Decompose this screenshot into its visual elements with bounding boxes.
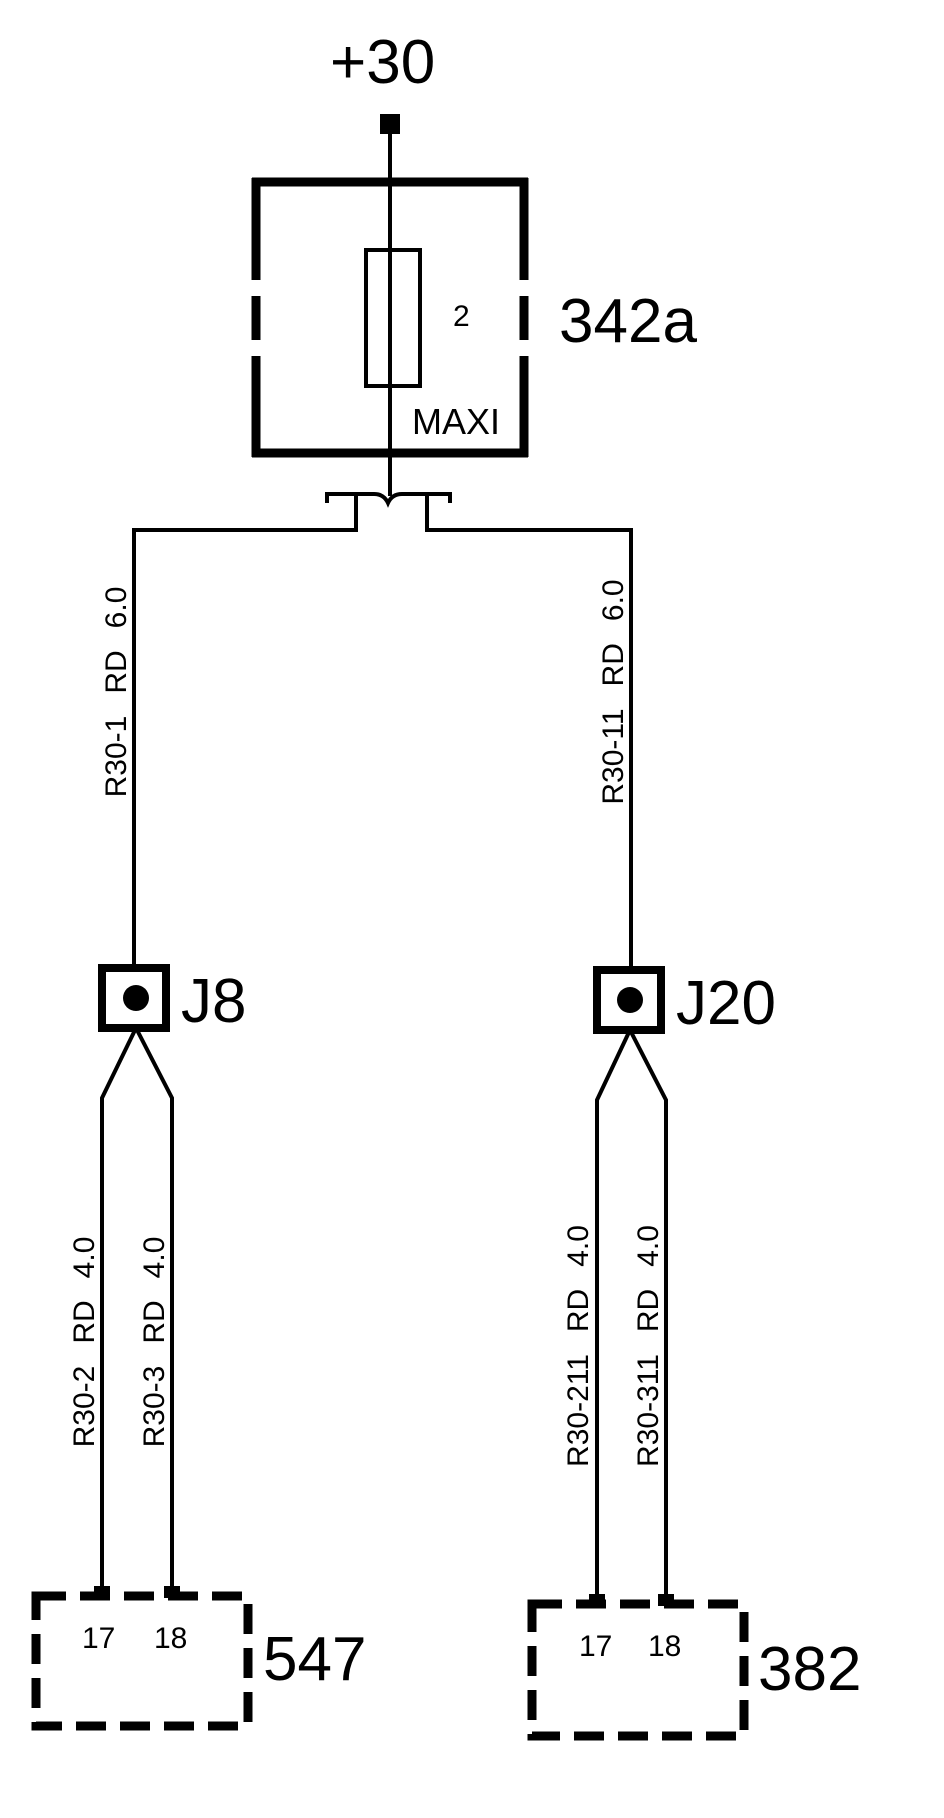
wire-size: 4.0 <box>562 1225 595 1267</box>
connector-382-pin-17: 17 <box>579 1630 612 1663</box>
wire-right-main-label: R30-11 RD 6.0 <box>597 579 630 804</box>
splice-bracket <box>325 492 452 508</box>
wire-id: R30-211 <box>562 1354 595 1467</box>
branch-left <box>132 496 358 968</box>
connector-382-pin-17-terminal <box>589 1594 605 1606</box>
wire-j8-b-label: R30-3 RD 4.0 <box>138 1237 171 1448</box>
wire-color: RD <box>597 643 630 686</box>
connector-547-pin-18-terminal <box>164 1586 180 1598</box>
wire-size: 4.0 <box>632 1225 665 1267</box>
wire-id: R30-3 <box>138 1366 171 1448</box>
wire-size: 4.0 <box>138 1237 171 1279</box>
connector-547-label: 547 <box>263 1625 366 1694</box>
wire-color: RD <box>68 1300 101 1343</box>
wire-left-main-label: R30-1 RD 6.0 <box>100 587 133 798</box>
fuse-type: MAXI <box>412 401 500 442</box>
fuse-box <box>251 177 529 458</box>
connector-547-pin-17-terminal <box>94 1586 110 1598</box>
j20-wire-a <box>595 1029 632 1598</box>
wire-size: 6.0 <box>597 579 630 621</box>
connector-382-box <box>527 1599 749 1741</box>
wire-color: RD <box>632 1289 665 1332</box>
supply-terminal <box>380 114 400 134</box>
wire-size: 6.0 <box>100 587 133 629</box>
connector-382-pin-18: 18 <box>648 1630 681 1663</box>
fuse-number: 2 <box>453 300 470 333</box>
junction-j20-label: J20 <box>676 969 776 1038</box>
junction-j20-dot <box>617 987 643 1013</box>
supply-label: +30 <box>330 28 435 97</box>
wire-id: R30-311 <box>632 1354 665 1467</box>
j8-wire-a <box>100 1027 138 1592</box>
wire-color: RD <box>562 1289 595 1332</box>
connector-547-box <box>31 1591 253 1731</box>
connector-547-pin-18: 18 <box>154 1622 187 1655</box>
branch-right <box>425 496 633 968</box>
wire-j20-b-label: R30-311 RD 4.0 <box>632 1225 665 1467</box>
junction-j8-dot <box>123 985 149 1011</box>
wire-id: R30-1 <box>100 716 133 798</box>
fuse-element <box>364 248 422 388</box>
connector-382-pin-18-terminal <box>658 1594 674 1606</box>
fuse-component-id: 342a <box>559 287 697 356</box>
wire-size: 4.0 <box>68 1237 101 1279</box>
connector-547-pin-17: 17 <box>82 1622 115 1655</box>
j20-wire-b <box>628 1029 668 1598</box>
junction-j8-label: J8 <box>181 967 246 1036</box>
wire-j8-a-label: R30-2 RD 4.0 <box>68 1237 101 1448</box>
j8-wire-b <box>134 1027 174 1592</box>
wire-color: RD <box>138 1300 171 1343</box>
wire-id: R30-2 <box>68 1366 101 1448</box>
wire-id: R30-11 <box>597 708 630 804</box>
connector-382-label: 382 <box>758 1635 861 1704</box>
wire-j20-a-label: R30-211 RD 4.0 <box>562 1225 595 1467</box>
wire-color: RD <box>100 650 133 693</box>
